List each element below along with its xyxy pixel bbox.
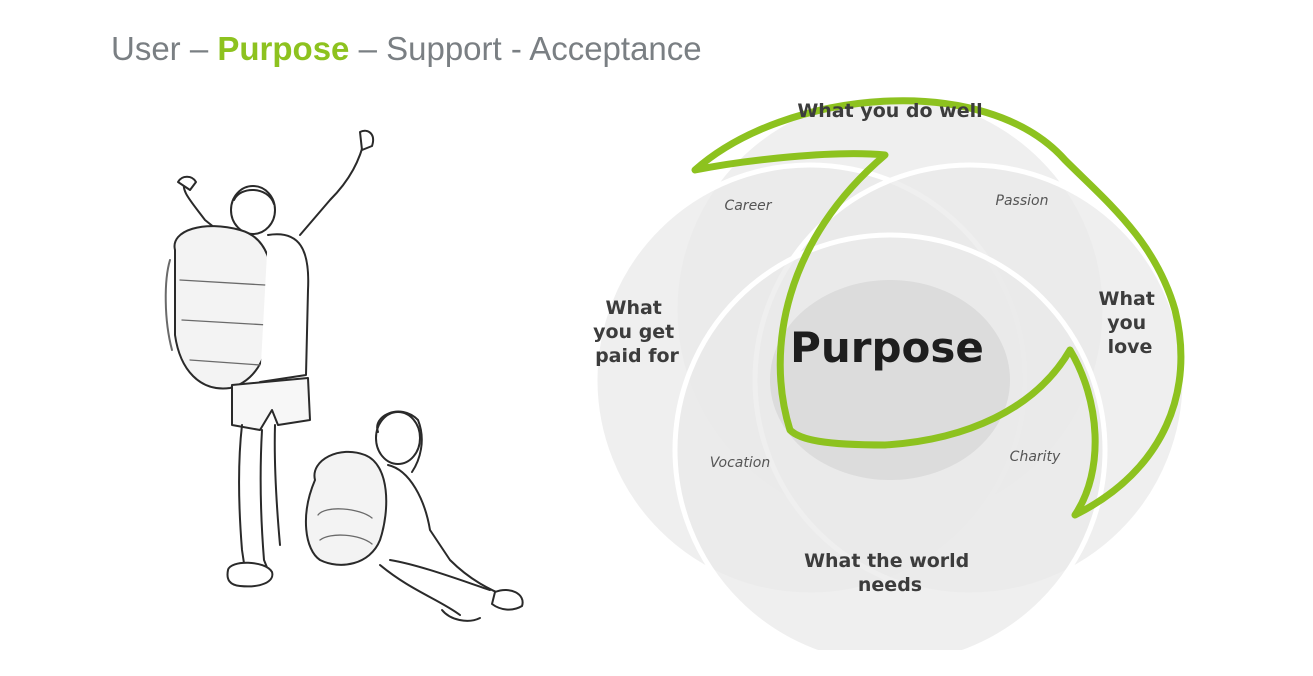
green-highlight-outline — [691, 97, 1185, 519]
purpose-core-shade — [770, 280, 1010, 480]
label-what-the-world-needs: What the world needs — [804, 550, 976, 596]
label-vocation: Vocation — [710, 455, 770, 471]
label-what-you-love: What you love — [1098, 288, 1161, 358]
label-purpose-center: Purpose — [790, 323, 984, 372]
label-what-you-do-well: What you do well — [797, 100, 982, 122]
label-career: Career — [724, 198, 772, 214]
label-what-you-get-paid-for: What you get paid for — [593, 297, 681, 367]
label-charity: Charity — [1010, 449, 1061, 465]
title-part-user: User – — [111, 30, 218, 67]
title-highlight-purpose: Purpose — [217, 30, 350, 67]
title-part-rest: – Support - Acceptance — [349, 30, 702, 67]
purpose-venn-diagram: What you do well What you get paid for W… — [592, 92, 1188, 650]
label-passion: Passion — [996, 193, 1049, 209]
hikers-illustration — [164, 129, 524, 622]
slide-title: User – Purpose – Support - Acceptance — [111, 30, 702, 68]
